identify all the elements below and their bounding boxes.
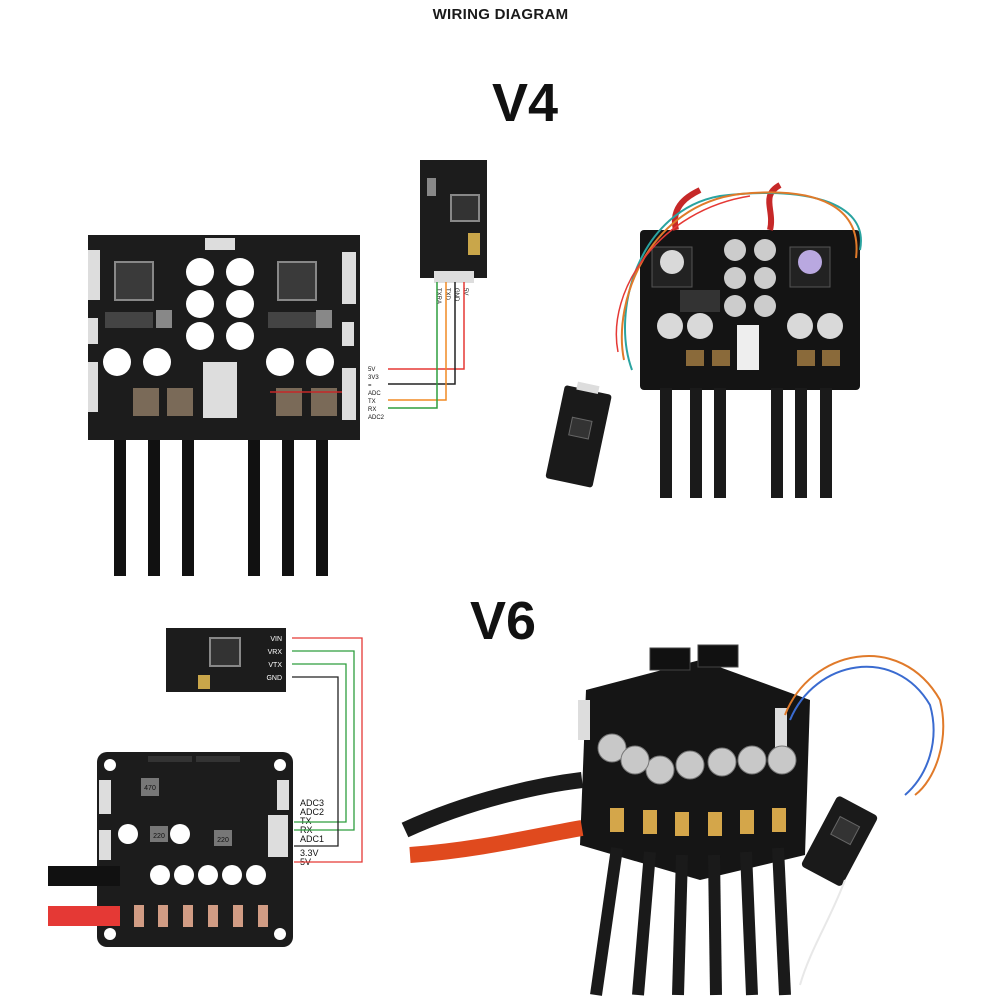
v6-component-220-b: 220 [217, 837, 229, 844]
v6-esc-board-schematic: 470 220 220 [48, 752, 293, 947]
v4-pin-adc: ADC [368, 391, 381, 397]
v6-module-pin-labels: VIN VRX VTX GND [266, 636, 282, 682]
page-title: WIRING DIAGRAM [432, 6, 569, 23]
v6-board-pin-labels: ADC3 ADC2 TX RX ADC1 3.3V 5V [300, 798, 324, 867]
v6-pin-3v3: 3.3V [300, 848, 319, 858]
v4-pin-adc2: ADC2 [368, 415, 385, 421]
v4-module-pin-txra: TXRA [435, 288, 441, 304]
v6-module-pin-vin: VIN [270, 636, 282, 643]
v4-board-pin-labels: 5V 3V3 = ADC TX RX ADC2 [368, 367, 385, 421]
v4-pin-tx: TX [368, 399, 376, 405]
v4-receiver-module-schematic [420, 160, 487, 283]
v4-pin-rx: RX [368, 407, 376, 413]
v6-receiver-module-schematic [166, 628, 291, 692]
v6-pin-tx: TX [300, 816, 312, 826]
v6-component-220-a: 220 [153, 833, 165, 840]
v4-heading: V4 [492, 73, 559, 133]
v6-module-pin-gnd: GND [266, 675, 282, 682]
v6-pin-adc3: ADC3 [300, 798, 324, 808]
v4-esc-photo [545, 182, 862, 498]
v6-esc-photo [401, 644, 945, 996]
v4-esc-board-schematic [88, 235, 360, 576]
v4-module-pin-txd: TXD [444, 288, 450, 301]
v4-pin-5v: 5V [368, 367, 375, 373]
v6-component-470: 470 [144, 785, 156, 792]
v4-pin-eq: = [368, 383, 372, 389]
v4-module-pin-5v: 5V [462, 288, 468, 295]
v6-wires [292, 637, 363, 863]
v6-pin-adc2: ADC2 [300, 807, 324, 817]
v4-wires [388, 282, 465, 409]
v4-module-pin-gnd: GND [453, 288, 459, 302]
v6-pin-adc1: ADC1 [300, 834, 324, 844]
v6-heading: V6 [470, 591, 537, 651]
v6-module-pin-vrx: VRX [268, 649, 283, 656]
v4-pin-3v3: 3V3 [368, 375, 379, 381]
v6-module-pin-vtx: VTX [268, 662, 282, 669]
v4-module-pin-labels: TXRA TXD GND 5V [435, 288, 468, 304]
